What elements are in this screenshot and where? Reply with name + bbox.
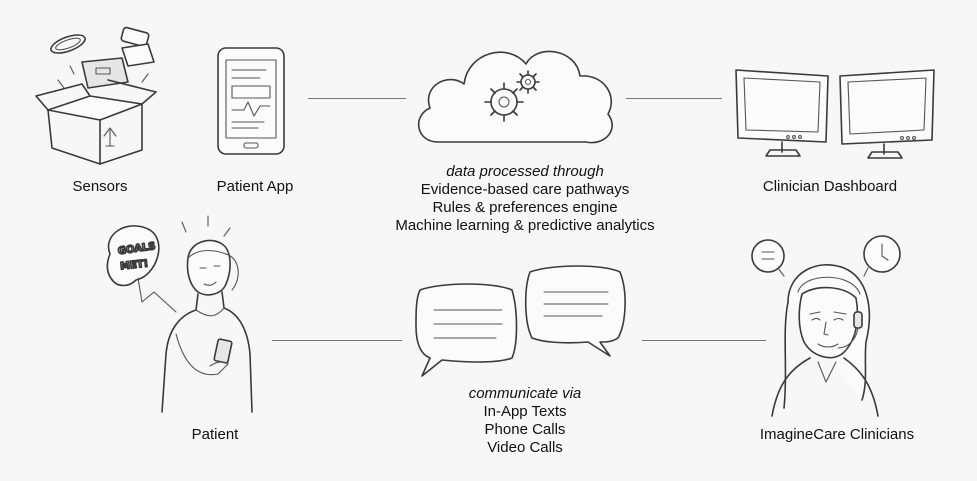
patient-app-label: Patient App	[216, 178, 294, 195]
cloud-caption-line: Machine learning & predictive analytics	[395, 217, 655, 234]
messages-caption-lead: communicate via	[468, 385, 582, 402]
connector-messages-clinicians	[642, 340, 766, 341]
messages-caption-line: Video Calls	[487, 439, 563, 456]
connector-patient-messages	[272, 340, 402, 341]
messages-caption-line: In-App Texts	[483, 403, 567, 420]
patient-label: Patient	[191, 426, 239, 443]
patient-figure-icon: GOALS MET!	[106, 215, 253, 413]
chat-bubbles-icon	[415, 265, 626, 377]
dual-monitor-icon	[735, 69, 935, 159]
clinician-dashboard-label: Clinician Dashboard	[762, 178, 898, 195]
cloud-caption-line: Rules & preferences engine	[432, 199, 618, 216]
speech-bubble-line2: MET!	[120, 259, 149, 273]
sensors-box-icon	[35, 26, 157, 165]
messages-caption-line: Phone Calls	[484, 421, 566, 438]
connector-cloud-dashboard	[626, 98, 722, 99]
cloud-caption-line: Evidence-based care pathways	[420, 181, 630, 198]
sensors-label: Sensors	[72, 178, 128, 195]
tablet-icon	[217, 47, 285, 155]
cloud-gears-icon	[417, 50, 613, 144]
clinicians-label: ImagineCare Clinicians	[759, 426, 915, 443]
cloud-caption-lead: data processed through	[446, 163, 604, 180]
cloud-caption: data processed through Evidence-based ca…	[370, 163, 680, 235]
messages-caption: communicate via In-App Texts Phone Calls…	[430, 385, 620, 457]
connector-app-cloud	[308, 98, 406, 99]
clinician-headset-icon	[751, 235, 901, 417]
